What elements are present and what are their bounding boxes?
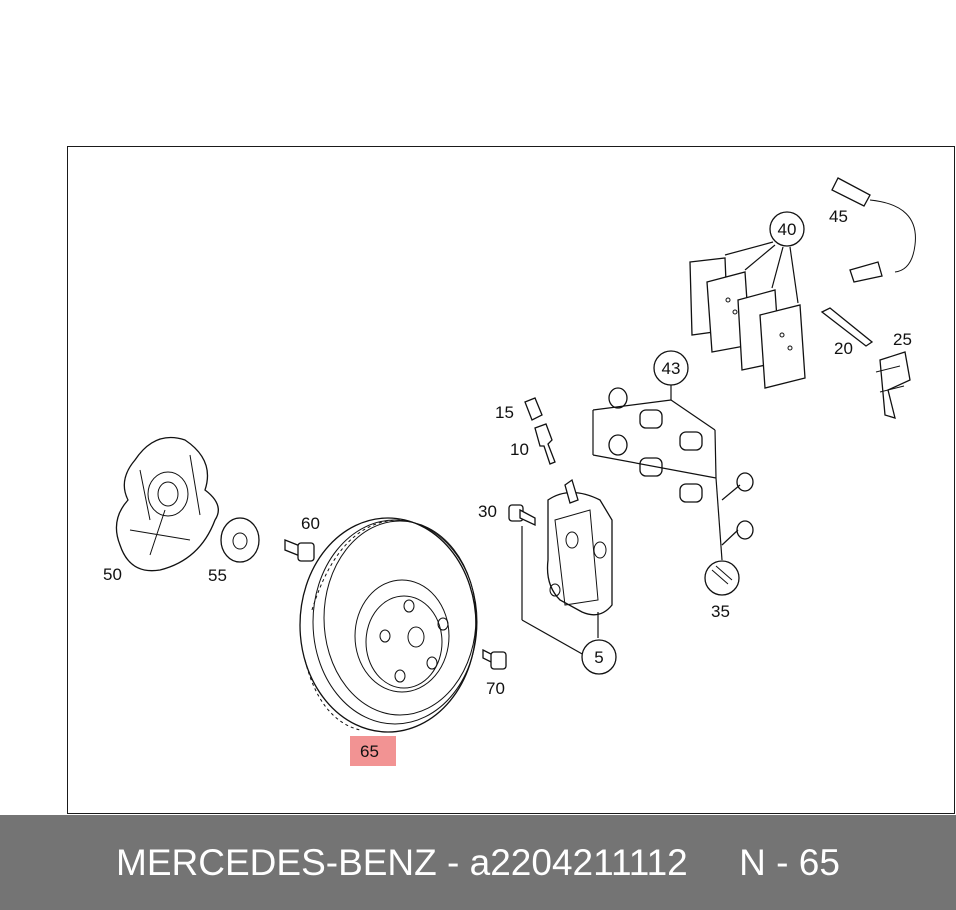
bolt-60-part[interactable] (284, 539, 315, 562)
part-label-35[interactable]: 35 (711, 602, 730, 621)
brake-pads-part[interactable] (689, 257, 806, 389)
part-label-50[interactable]: 50 (103, 565, 122, 584)
bleed-valve-part[interactable] (534, 423, 556, 465)
part-label-5[interactable]: 5 (594, 648, 603, 667)
footer-caption: MERCEDES-BENZ - a2204211112 N - 65 (116, 842, 840, 884)
brand-name: MERCEDES-BENZ (116, 841, 437, 883)
part-label-25[interactable]: 25 (893, 330, 912, 349)
bleed-cap-part[interactable] (524, 397, 543, 421)
bolt-30-part[interactable] (508, 504, 536, 527)
callout-circles (581, 211, 805, 675)
brake-disc-part[interactable] (299, 517, 478, 733)
part-label-45[interactable]: 45 (829, 207, 848, 226)
part-label-30[interactable]: 30 (478, 502, 497, 521)
part-label-40[interactable]: 40 (778, 220, 797, 239)
gap (688, 842, 739, 883)
bolt-70-part[interactable] (482, 648, 507, 670)
position-ref: N - 65 (739, 841, 840, 883)
wear-sensor-part[interactable] (831, 177, 916, 283)
part-label-55[interactable]: 55 (208, 566, 227, 585)
dust-shield-part[interactable] (115, 436, 219, 572)
washer-part[interactable] (220, 517, 260, 563)
separator: - (436, 841, 470, 883)
part-label-20[interactable]: 20 (834, 339, 853, 358)
part-label-10[interactable]: 10 (510, 440, 529, 459)
leader-lines (521, 241, 799, 656)
part-65-highlight[interactable] (350, 736, 396, 766)
part-label-70[interactable]: 70 (486, 679, 505, 698)
repair-kit-part[interactable] (704, 560, 740, 596)
part-label-43[interactable]: 43 (662, 359, 681, 378)
footer-bar: MERCEDES-BENZ - a2204211112 N - 65 (0, 815, 956, 910)
diagram-frame (67, 146, 955, 814)
spring-clip-part[interactable] (875, 351, 911, 419)
guide-pin-part[interactable] (820, 307, 874, 347)
part-label-65[interactable]: 65 (360, 742, 379, 761)
part-number: a2204211112 (469, 841, 688, 883)
caliper-part[interactable] (546, 478, 613, 616)
seal-kit-part[interactable] (608, 387, 754, 540)
part-label-15[interactable]: 15 (495, 403, 514, 422)
parts-diagram: 45 40 25 20 43 15 10 30 60 50 55 65 70 5… (103, 177, 916, 761)
part-label-60[interactable]: 60 (301, 514, 320, 533)
